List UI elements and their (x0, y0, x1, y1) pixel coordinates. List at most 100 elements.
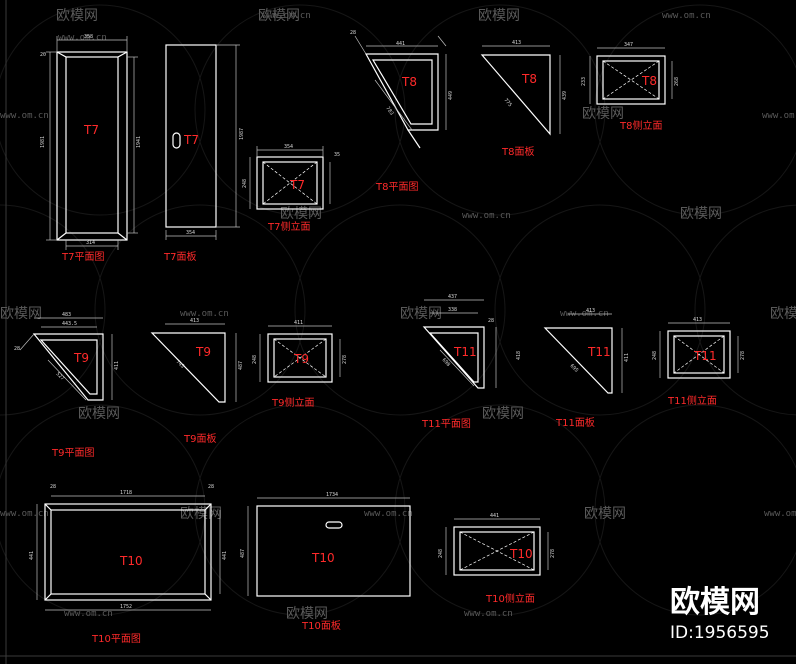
t7-dim-top: 358 (84, 34, 93, 40)
t11-side-label: T11 (693, 349, 717, 363)
watermark-url: www.om.cn (0, 111, 49, 121)
watermark-brand: 欧模网 (258, 8, 300, 24)
t9-dim-inner: 443.5 (62, 321, 77, 327)
watermark-url: www.om.cn (64, 609, 113, 619)
t9-dim-corner: 28 (14, 346, 20, 352)
t7-plan-view (56, 51, 128, 241)
t8-panel-dimensions (482, 45, 561, 134)
t11-side-view (667, 330, 731, 379)
t10-panel-dimensions (247, 497, 410, 596)
t10-dim-corner-left: 28 (50, 484, 56, 490)
t10-side-dimensions (445, 518, 549, 575)
t11-plan-view (422, 326, 485, 389)
watermark-brand: 欧模网 (680, 206, 722, 222)
t9-side-dim-left: 248 (252, 355, 258, 364)
t11-plan-label: T11 (453, 345, 477, 359)
t8-panel-view (480, 54, 551, 136)
t11-dim-top: 437 (448, 294, 457, 300)
t8-panel-dim-top: 413 (512, 40, 521, 46)
t9-panel-dim-diag: 743 (175, 359, 186, 370)
t9-plan-view (32, 333, 104, 401)
t7-dim-bottom: 314 (86, 240, 95, 246)
t11-dim-corner: 28 (488, 318, 494, 324)
t8-dim-corner: 28 (350, 30, 356, 36)
t9-side-label: T9 (293, 352, 309, 366)
t11-panel-view (543, 327, 613, 394)
t9-side-view (267, 333, 333, 383)
t11-side-dim-left: 248 (652, 351, 658, 360)
t8-panel-dim-diag: 775 (502, 97, 512, 108)
t11-side-dim-right: 278 (740, 351, 746, 360)
t9-panel-label: T9 (195, 345, 211, 359)
t11-panel-dim-diag: 695 (569, 363, 580, 374)
t10-plan-view (44, 503, 212, 601)
watermark-url: www.om.cn (364, 509, 413, 519)
t8-side-label: T8 (641, 74, 657, 88)
t9-side-cross (273, 338, 327, 378)
t10-plan-label: T10 (119, 554, 143, 568)
t8-dim-right: 449 (448, 91, 454, 100)
t10-plan-caption: T10平面图 (91, 633, 141, 645)
t9-dim-right: 411 (114, 361, 120, 370)
t9-panel-dim-top: 413 (190, 318, 199, 324)
watermark-brand: 欧模网 (78, 406, 120, 422)
t10-panel-caption: T10面板 (301, 619, 341, 632)
t9-plan-dimensions (19, 317, 113, 401)
t9-dim-diag: 527 (55, 371, 66, 382)
t8-panel-dim-right: 439 (562, 91, 568, 100)
t10-dim-left: 441 (29, 551, 35, 560)
t11-dim-right: 418 (516, 351, 522, 360)
t9-dim-top: 483 (62, 312, 71, 318)
watermark-brand: 欧模网 (286, 606, 328, 622)
t9-plan-caption: T9平面图 (51, 447, 94, 459)
t9-side-dim-right: 278 (342, 355, 348, 364)
t11-side-cross (673, 335, 725, 374)
watermark-brand: 欧模网 (582, 106, 624, 122)
watermark-url: www.om.cn (762, 111, 796, 121)
t8-side-dim-right: 268 (674, 77, 680, 86)
watermark-brand: 欧模网 (280, 206, 322, 222)
t8-side-caption: T8侧立面 (619, 119, 662, 132)
t7-panel-label: T7 (183, 133, 199, 147)
t9-side-caption: T9侧立面 (271, 396, 314, 409)
watermark-brand: 欧模网 (0, 306, 42, 322)
t10-side-label: T10 (509, 547, 533, 561)
t11-panel-dim-right: 411 (624, 353, 630, 362)
t10-panel-label: T10 (311, 551, 335, 565)
t11-plan-dimensions (424, 299, 497, 388)
t7-panel-dim-height: 1987 (239, 128, 245, 140)
t9-panel-dimensions (165, 323, 237, 402)
watermark-brand: 欧模网 (770, 306, 796, 322)
t11-panel-label: T11 (587, 345, 611, 359)
t11-panel-caption: T11面板 (555, 416, 595, 429)
watermark-brand: 欧模网 (400, 306, 442, 322)
t7-side-dim-width: 354 (284, 144, 293, 150)
t10-panel-dim-top: 1734 (326, 492, 338, 498)
watermark-url: www.om.cn (464, 609, 513, 619)
t7-side-dimensions (249, 146, 331, 209)
watermark-brand: 欧模网 (180, 506, 222, 522)
t7-side-dim-a: 35 (334, 152, 340, 158)
watermark-url: www.om.cn (764, 509, 796, 519)
t7-side-dim-height: 248 (242, 179, 248, 188)
t11-side-dim-width: 413 (693, 317, 702, 323)
watermark-url: www.om.cn (662, 11, 711, 21)
t11-side-caption: T11侧立面 (667, 394, 717, 407)
t8-dim-diag: 783 (384, 106, 394, 117)
t7-panel-view (165, 44, 217, 228)
watermark-logo-large: 欧模网 (670, 585, 760, 620)
t8-side-dim-width: 347 (624, 42, 633, 48)
watermark-brand: 欧模网 (478, 8, 520, 24)
t10-dim-corner-right: 28 (208, 484, 214, 490)
watermark-url: www.om.cn (0, 509, 49, 519)
t8-plan-dimensions (354, 35, 447, 131)
t8-side-dimensions (589, 47, 673, 104)
t7-side-cross (262, 161, 318, 205)
t8-side-view (596, 55, 666, 105)
t9-panel-dim-right: 487 (238, 361, 244, 370)
watermark-brand: 欧模网 (584, 506, 626, 522)
t7-panel-caption: T7面板 (163, 250, 196, 263)
t10-side-caption: T10侧立面 (485, 592, 535, 605)
t11-dim-diag: 698 (441, 357, 452, 368)
